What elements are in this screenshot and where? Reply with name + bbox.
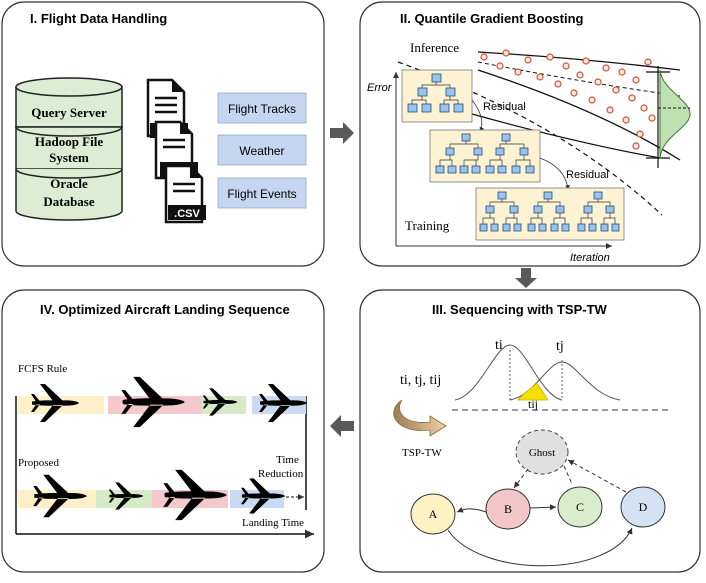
proposed-label: Proposed <box>18 457 59 469</box>
panel-optimized-landing-sequence <box>1 289 325 573</box>
node-b-label: B <box>504 502 512 516</box>
db-oracle-line1: Oracle <box>50 176 88 191</box>
db-oracle-line2: Database <box>43 194 95 209</box>
training-error-curve <box>397 61 663 216</box>
label-weather: Weather <box>217 134 307 166</box>
ghost-node-label: Ghost <box>529 447 555 459</box>
panel-sequencing-tsptw <box>359 289 701 573</box>
tree-1 <box>401 69 473 123</box>
panel-1-title: I. Flight Data Handling <box>30 11 167 26</box>
flow-arrow-right <box>330 122 354 144</box>
residual-label-2: Residual <box>566 169 609 181</box>
node-b <box>485 488 531 530</box>
times-label: ti, tj, tij <box>400 373 441 388</box>
label-flight-events: Flight Events <box>217 177 307 209</box>
node-a <box>410 493 456 535</box>
tree-3 <box>475 187 625 241</box>
flow-arrow-left <box>330 415 354 437</box>
residual-arrow-2 <box>539 157 570 191</box>
inference-label: Inference <box>410 40 459 55</box>
svg-text:Flight Events: Flight Events <box>227 187 296 201</box>
database-cylinder: Query Server Hadoop File System Oracle D… <box>15 77 123 221</box>
svg-text:Flight Tracks: Flight Tracks <box>228 102 296 116</box>
node-c <box>557 486 603 528</box>
fcfs-label: FCFS Rule <box>18 363 67 375</box>
csv-file-icon: .CSV <box>164 164 206 224</box>
label-flight-tracks: Flight Tracks <box>217 92 307 124</box>
node-c-label: C <box>576 500 584 514</box>
data-points <box>480 49 656 150</box>
node-d <box>620 486 666 528</box>
db-query-server: Query Server <box>31 105 107 120</box>
svg-text:Weather: Weather <box>239 144 284 158</box>
time-window-curves <box>452 344 672 411</box>
tj-label: tj <box>556 339 564 354</box>
training-label: Training <box>405 218 450 233</box>
db-hadoop-line1: Hadoop File <box>35 134 103 149</box>
panel-4-title: IV. Optimized Aircraft Landing Sequence <box>40 302 290 317</box>
svg-text:.CSV: .CSV <box>174 208 200 220</box>
graph-edges <box>447 459 633 567</box>
residual-label-1: Residual <box>483 101 526 113</box>
time-reduction-label-2: Reduction <box>258 468 304 480</box>
tree-2 <box>429 129 541 183</box>
ghost-node <box>515 429 569 475</box>
panel-3-title: III. Sequencing with TSP-TW <box>432 302 608 317</box>
ti-label: ti <box>495 338 503 353</box>
landing-time-label: Landing Time <box>242 517 304 529</box>
panel-2-title: II. Quantile Gradient Boosting <box>400 11 584 26</box>
error-axis-label: Error <box>367 82 393 94</box>
prediction-distribution <box>646 66 691 168</box>
node-d-label: D <box>639 500 648 514</box>
time-reduction-label-1: Time <box>276 454 299 466</box>
tij-label: tij <box>528 397 538 411</box>
iteration-axis-label: Iteration <box>570 252 610 264</box>
tsptw-curved-arrow <box>393 399 447 437</box>
tsptw-label: TSP-TW <box>402 447 442 459</box>
flow-arrow-down <box>515 268 537 288</box>
db-hadoop-line2: System <box>49 150 89 165</box>
node-a-label: A <box>429 507 438 521</box>
